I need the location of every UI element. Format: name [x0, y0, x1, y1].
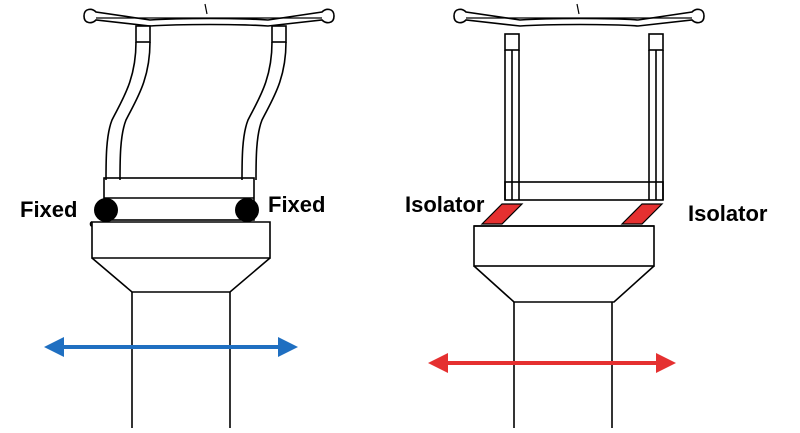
right-pier-cap	[473, 225, 655, 303]
isolator-pad-left	[480, 203, 524, 225]
label-fixed-left: Fixed	[20, 197, 77, 222]
label-fixed-right: Fixed	[268, 192, 325, 217]
right-crossbeam	[504, 181, 664, 201]
fixed-joint-right	[235, 198, 259, 222]
left-panel: Fixed Fixed	[20, 3, 335, 428]
label-isolator-left: Isolator	[405, 192, 485, 217]
label-isolator-right: Isolator	[688, 201, 768, 226]
left-deck	[83, 3, 335, 27]
left-columns-deformed	[105, 41, 287, 181]
left-pier-column	[131, 292, 231, 428]
right-columns-straight	[504, 50, 664, 200]
right-panel: Isolator Isolator	[405, 3, 768, 428]
left-bearing-caps	[135, 25, 287, 43]
right-deck	[453, 3, 705, 27]
fixed-joint-left	[94, 198, 118, 222]
isolator-pad-right	[620, 203, 664, 225]
right-bearing-caps	[504, 33, 664, 51]
left-pier-cap	[89, 177, 271, 293]
